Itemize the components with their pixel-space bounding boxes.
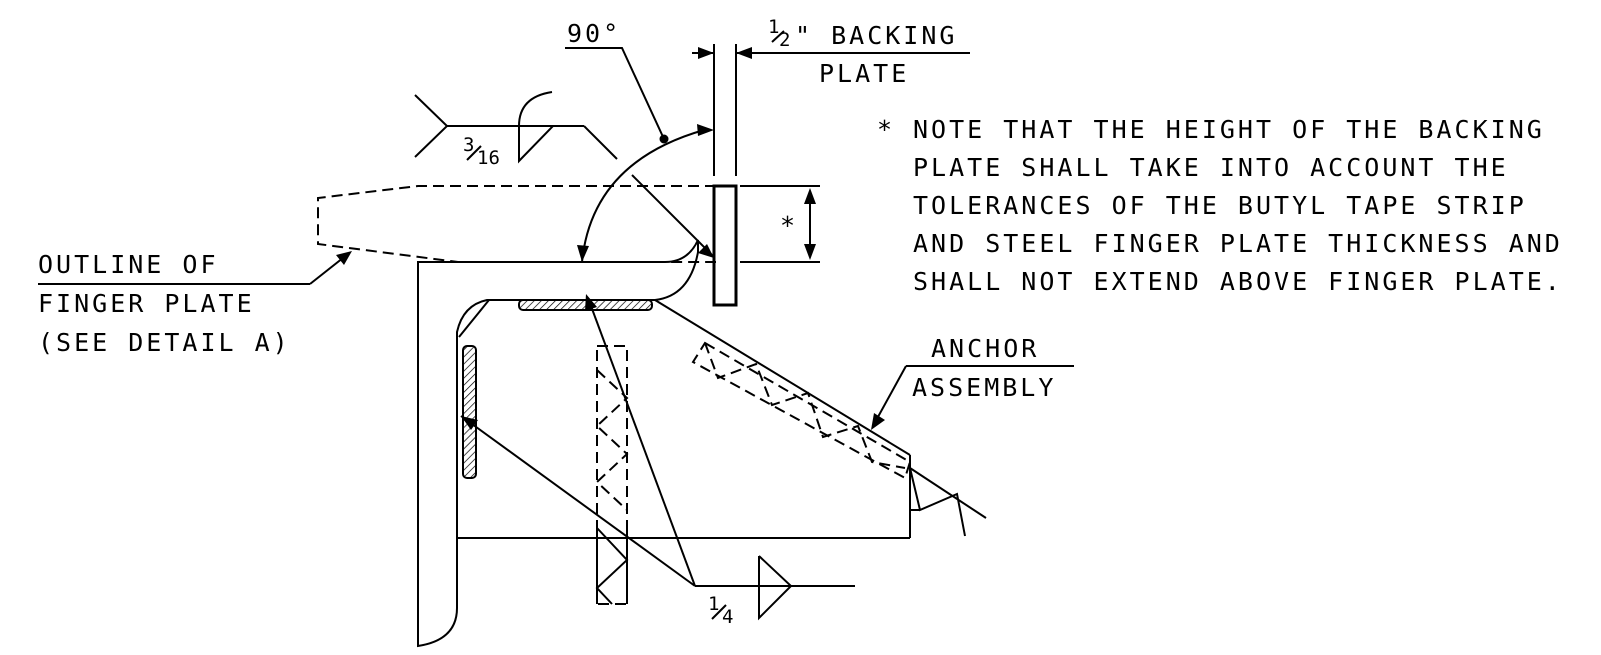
angle-label: 90° <box>567 19 621 48</box>
butyl-tape-strip-vertical <box>462 345 477 479</box>
weld-bottom-den: 4 <box>722 606 733 628</box>
note-line-4: AND STEEL FINGER PLATE THICKNESS AND <box>913 229 1563 258</box>
outline-label-line1: OUTLINE OF <box>38 250 219 279</box>
note-line-2: PLATE SHALL TAKE INTO ACCOUNT THE <box>913 153 1509 182</box>
weld-symbol-3-16: 3 16 <box>414 91 618 169</box>
anchor-assembly-callout: ANCHOR ASSEMBLY <box>871 334 1074 430</box>
backing-plate-dimension: 1 2 " BACKING PLATE <box>692 16 970 176</box>
finger-plate-outline <box>317 185 716 263</box>
note-block: * NOTE THAT THE HEIGHT OF THE BACKING PL… <box>877 115 1563 296</box>
height-dimension-mark: * <box>780 211 798 240</box>
backing-label-line1: " BACKING <box>795 21 957 50</box>
anchor-assembly <box>457 299 987 605</box>
note-marker: * <box>877 115 895 144</box>
angle-dimension: 90° <box>565 19 714 263</box>
backing-fraction-num: 1 <box>768 16 779 38</box>
height-dimension: * <box>740 185 820 263</box>
anchor-label-line2: ASSEMBLY <box>912 373 1056 402</box>
backing-label-line2: PLATE <box>819 59 909 88</box>
outline-label-line3: (SEE DETAIL A) <box>38 328 291 357</box>
note-line-5: SHALL NOT EXTEND ABOVE FINGER PLATE. <box>913 267 1563 296</box>
weld-top-den: 16 <box>477 147 500 169</box>
backing-fraction-den: 2 <box>779 29 790 51</box>
note-line-1: NOTE THAT THE HEIGHT OF THE BACKING <box>913 115 1545 144</box>
weld-symbol-1-4: 1 4 <box>460 294 855 628</box>
angle-inner-fillet <box>458 299 490 338</box>
note-line-3: TOLERANCES OF THE BUTYL TAPE STRIP <box>913 191 1527 220</box>
weld-bottom-num: 1 <box>708 593 719 615</box>
finger-plate-callout: OUTLINE OF FINGER PLATE (SEE DETAIL A) <box>38 250 352 357</box>
outline-label-line2: FINGER PLATE <box>38 289 255 318</box>
backing-plate <box>712 184 738 307</box>
anchor-label-line1: ANCHOR <box>931 334 1039 363</box>
weld-top-num: 3 <box>463 134 474 156</box>
